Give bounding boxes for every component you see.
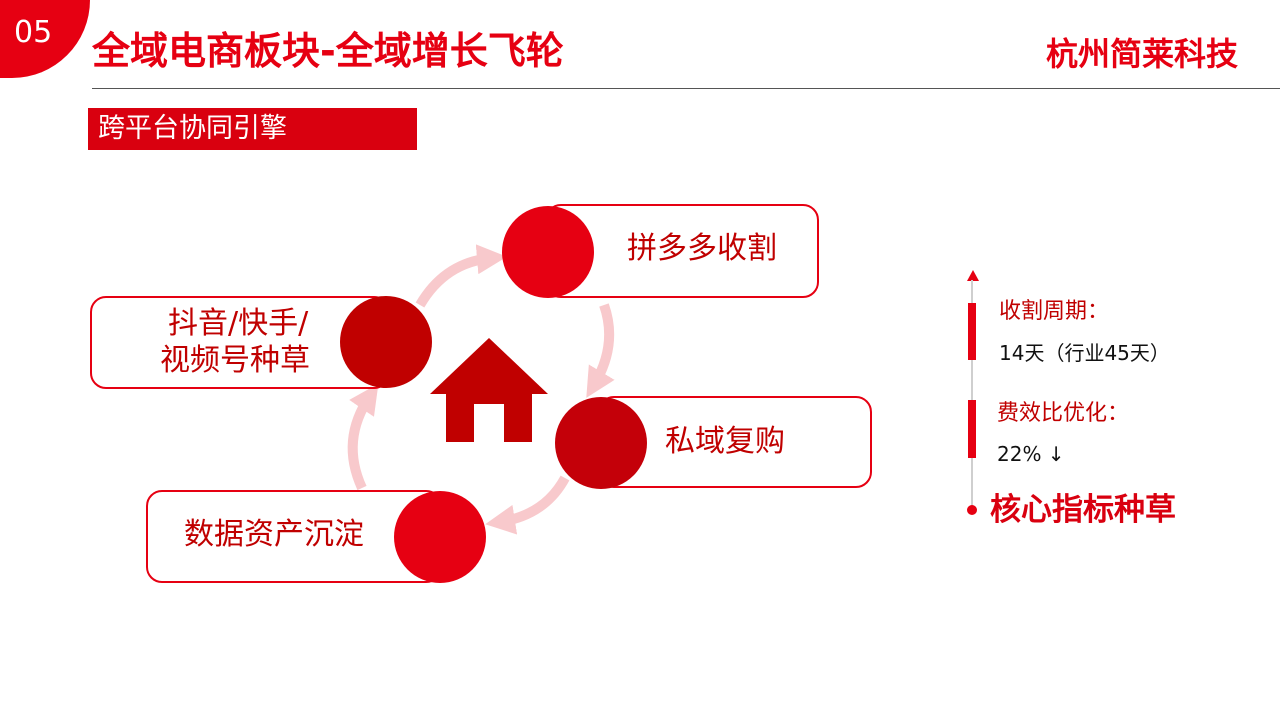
node-private-repurchase-label: 私域复购	[665, 424, 785, 459]
header-divider	[92, 88, 1280, 89]
metric-1-value: 14天（行业45天）	[999, 341, 1170, 365]
page-title: 全域电商板块-全域增长飞轮	[92, 29, 564, 73]
timeline-arrow-icon	[967, 270, 979, 281]
section-number: 05	[14, 15, 53, 50]
node-data-assets	[146, 490, 442, 583]
node-data-assets-circle	[394, 491, 486, 583]
arrow-data-to-seed	[347, 383, 379, 491]
node-data-assets-label: 数据资产沉淀	[184, 517, 364, 552]
metric-2-value: 22% ↓	[997, 442, 1065, 466]
metric-1-label: 收割周期：	[999, 299, 1110, 324]
arrow-harvest-to-private	[586, 303, 615, 398]
node-private-repurchase-circle	[555, 397, 647, 489]
house-icon	[430, 338, 548, 442]
section-badge: 05	[0, 0, 90, 78]
metric-2-label: 费效比优化：	[997, 401, 1130, 426]
metric-1-bar	[968, 303, 976, 360]
node-short-video-seeding-circle	[340, 296, 432, 388]
arrow-private-to-data	[485, 475, 570, 535]
subtitle-tag: 跨平台协同引擎	[88, 108, 417, 150]
node-short-video-seeding-label-2: 视频号种草	[160, 343, 310, 378]
arrow-seed-to-harvest	[415, 244, 507, 308]
timeline-dot	[967, 505, 977, 515]
metric-2-bar	[968, 400, 976, 458]
node-pdd-harvest-label: 拼多多收割	[627, 231, 777, 266]
node-short-video-seeding-label-1: 抖音/快手/	[168, 306, 309, 341]
company-name: 杭州简莱科技	[1045, 35, 1238, 73]
timeline-line	[971, 280, 973, 510]
node-pdd-harvest-circle	[502, 206, 594, 298]
core-metric-label: 核心指标种草	[990, 492, 1176, 528]
